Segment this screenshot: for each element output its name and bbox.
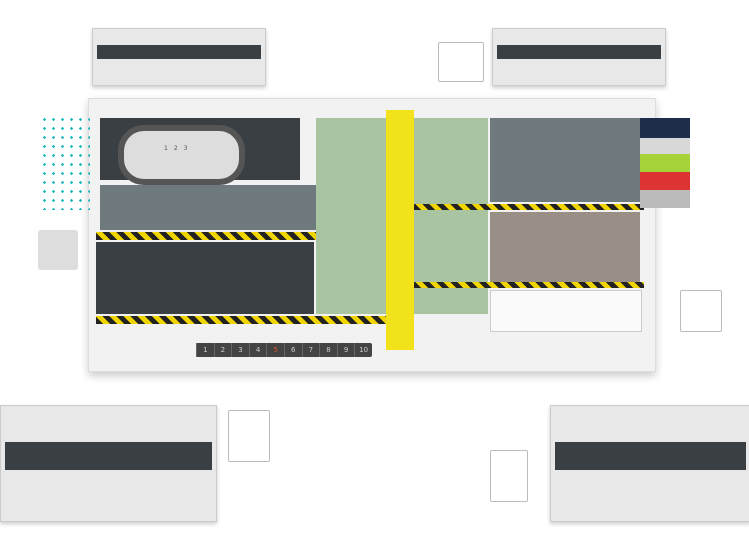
track-space: 10: [354, 343, 372, 357]
teal-token-pile: [40, 115, 90, 210]
track-space: 8: [319, 343, 337, 357]
track-space: 3: [231, 343, 249, 357]
track-space: 2: [213, 343, 232, 357]
hazard-stripe: [414, 282, 644, 288]
track-space: 1: [196, 343, 214, 357]
green-district-right: [414, 118, 488, 314]
hazard-stripe: [96, 316, 386, 324]
customer-area: [490, 290, 642, 332]
score-track: 1 2 3 4 5 6 7 8 9 10: [196, 343, 372, 357]
oval-number: 2: [173, 145, 178, 152]
track-space: 5: [266, 343, 284, 357]
car-card-grid: [96, 242, 314, 314]
player-board-blue: [550, 405, 749, 522]
hazard-stripe: [96, 232, 386, 240]
hazard-stripe: [414, 204, 644, 210]
yellow-road: [386, 110, 414, 350]
player-board-yellow: [92, 28, 266, 86]
track-space: 9: [336, 343, 355, 357]
parking-lot: [490, 118, 640, 202]
dice-pile: [38, 230, 78, 270]
oval-race-track: 1 2 3: [118, 125, 245, 185]
oval-number: 3: [183, 145, 188, 152]
card-stack[interactable]: [228, 410, 270, 462]
showroom-area: [490, 212, 640, 282]
player-board-purple: [0, 405, 217, 522]
green-district-left: [316, 118, 386, 314]
card-stack[interactable]: [680, 290, 722, 332]
car-pieces: [640, 118, 690, 208]
player-board-orange: [492, 28, 666, 86]
oval-number: 1: [164, 145, 168, 152]
track-space: 7: [301, 343, 320, 357]
track-space: 6: [283, 343, 302, 357]
track-space: 4: [248, 343, 267, 357]
card-stack[interactable]: [490, 450, 528, 502]
card-stack[interactable]: [438, 42, 484, 82]
